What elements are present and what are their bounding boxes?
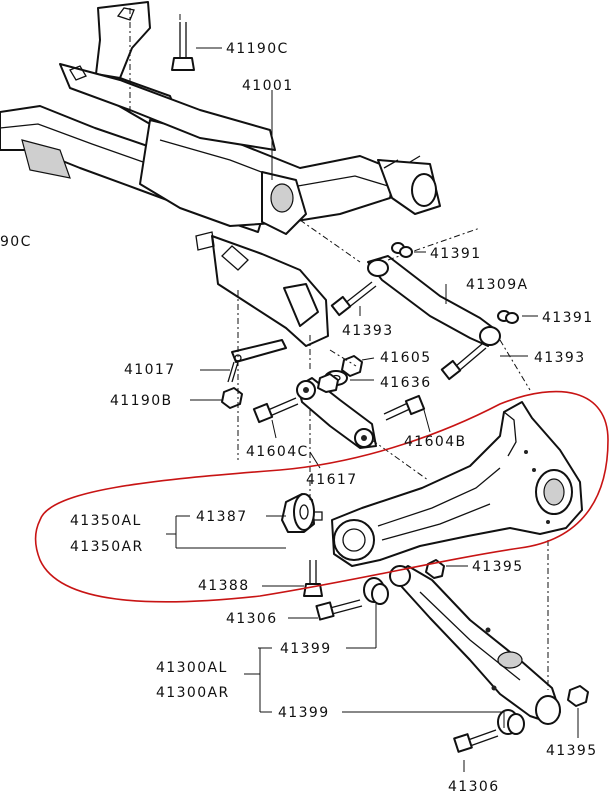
centerline-e: [371, 439, 429, 481]
label-41604c: 41604C: [246, 444, 309, 460]
label-41391-lower: 41391: [542, 310, 594, 326]
label-41350ar: 41350AR: [70, 539, 144, 555]
label-41300al: 41300AL: [156, 660, 228, 676]
label-41604b: 41604B: [404, 434, 467, 450]
bolt-41190b: [221, 361, 243, 409]
bolt-41393-a: [330, 281, 377, 317]
label-41388: 41388: [198, 578, 250, 594]
highlight-circle: [34, 390, 609, 603]
label-41605: 41605: [380, 350, 432, 366]
bolt-41604c: [252, 397, 299, 424]
centerline-g: [299, 219, 361, 263]
bushing-41399-upper: [363, 577, 389, 605]
centerline-h: [329, 349, 357, 367]
trailing-arm-41350: [331, 401, 583, 567]
bushing-41391-lower: [497, 310, 519, 324]
nut-41395-lower: [567, 685, 589, 707]
bushing-41387: [281, 493, 323, 533]
bolt-41306-upper: [315, 599, 363, 621]
bushing-41391-upper: [391, 242, 413, 258]
label-41300ar: 41300AR: [156, 685, 230, 701]
bracket-41017: [231, 339, 287, 363]
label-41190b: 41190B: [110, 393, 173, 409]
label-41190c-top: 41190C: [226, 41, 289, 57]
label-41017: 41017: [124, 362, 176, 378]
label-41399-upper: 41399: [280, 641, 332, 657]
label-41350al: 41350AL: [70, 513, 142, 529]
label-41399-lower: 41399: [278, 705, 330, 721]
label-41395-upper: 41395: [472, 559, 524, 575]
lower-arm-41300: [389, 565, 561, 725]
label-41306-upper: 41306: [226, 611, 278, 627]
label-41309a: 41309A: [466, 277, 529, 293]
label-41001: 41001: [242, 78, 294, 94]
label-41636: 41636: [380, 375, 432, 391]
upper-arm-41309a: [367, 227, 531, 391]
label-41393-left: 41393: [342, 323, 394, 339]
label-41190c-left: 90C: [0, 234, 32, 250]
nut-41605: [341, 355, 363, 377]
bolt-41604b: [383, 394, 426, 421]
bolt-41190c: [171, 22, 195, 71]
bolt-41306-lower: [453, 729, 499, 753]
label-41395-lower: 41395: [546, 743, 598, 759]
label-41391-upper: 41391: [430, 246, 482, 262]
toe-link-41617: [296, 373, 377, 449]
label-41306-lower: 41306: [448, 779, 500, 795]
leader-lines: [166, 14, 579, 772]
label-41617: 41617: [306, 472, 358, 488]
bushing-41399-lower: [497, 709, 525, 735]
bolt-41388: [303, 560, 323, 597]
bolt-41393-b: [440, 343, 487, 381]
label-41387: 41387: [196, 509, 248, 525]
label-41393-right: 41393: [534, 350, 586, 366]
crossmember-41001: [0, 1, 441, 347]
